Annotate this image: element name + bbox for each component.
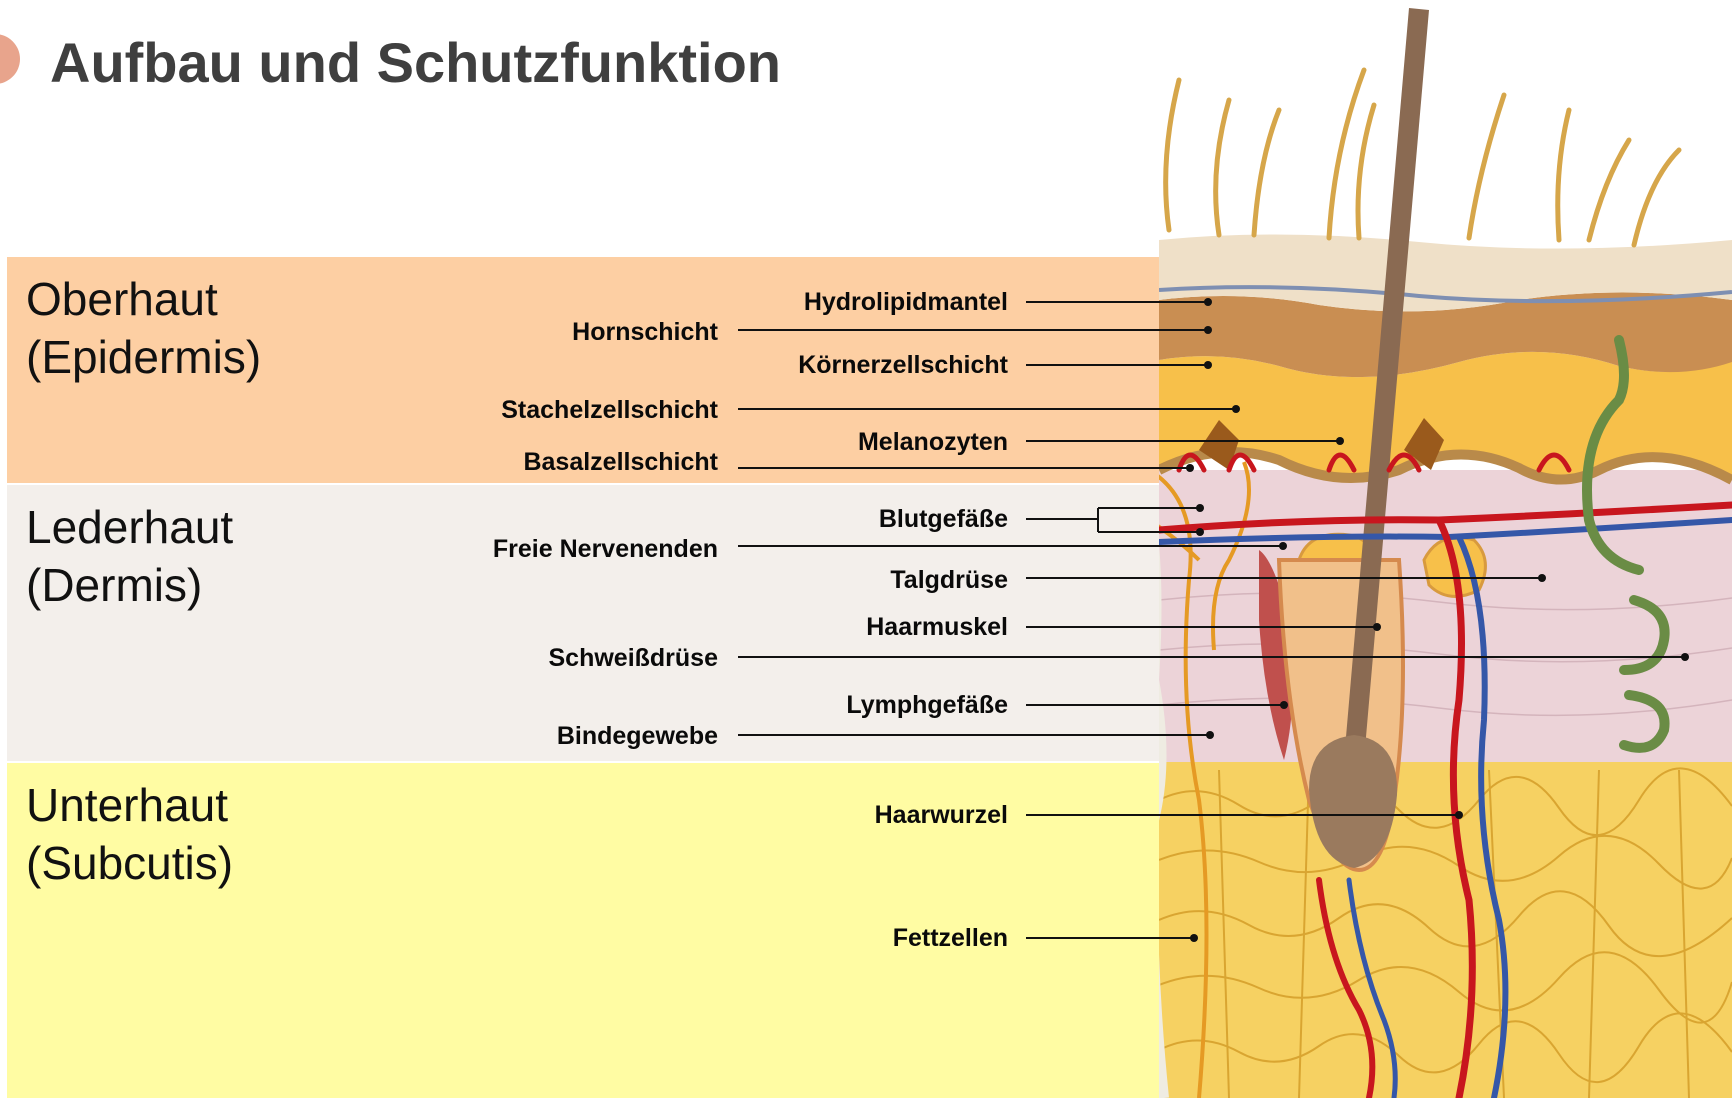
label-basalzellschicht: Basalzellschicht	[523, 448, 718, 477]
label-haarmuskel: Haarmuskel	[866, 613, 1008, 642]
label-melanozyten: Melanozyten	[858, 428, 1008, 457]
layer-name-epidermis-line1: Oberhaut	[26, 270, 261, 328]
layer-name-epidermis-line2: (Epidermis)	[26, 328, 261, 386]
label-fettzellen: Fettzellen	[893, 924, 1008, 953]
label-hydrolipidmantel: Hydrolipidmantel	[804, 288, 1008, 317]
label-talgdruese: Talgdrüse	[890, 566, 1008, 595]
layer-name-subcutis: Unterhaut (Subcutis)	[26, 776, 233, 892]
layer-name-epidermis: Oberhaut (Epidermis)	[26, 270, 261, 386]
skin-cross-section-illustration	[1159, 0, 1732, 1098]
label-bindegewebe: Bindegewebe	[557, 722, 718, 751]
layer-name-dermis-line2: (Dermis)	[26, 556, 233, 614]
label-blutgefaesse: Blutgefäße	[879, 505, 1008, 534]
label-lymphgefaesse: Lymphgefäße	[846, 691, 1008, 720]
title-accent-dot	[0, 34, 20, 84]
label-schweissdruese: Schweißdrüse	[549, 644, 719, 673]
label-haarwurzel: Haarwurzel	[875, 801, 1008, 830]
layer-name-dermis: Lederhaut (Dermis)	[26, 498, 233, 614]
slide-title: Aufbau und Schutzfunktion	[50, 30, 781, 95]
label-koernerzellschicht: Körnerzellschicht	[798, 351, 1008, 380]
layer-name-subcutis-line1: Unterhaut	[26, 776, 233, 834]
label-hornschicht: Hornschicht	[572, 318, 718, 347]
fat-tissue	[1159, 760, 1732, 1098]
label-stachelzellschicht: Stachelzellschicht	[501, 396, 718, 425]
layer-name-subcutis-line2: (Subcutis)	[26, 834, 233, 892]
label-freie-nervenenden: Freie Nervenenden	[493, 535, 718, 564]
layer-name-dermis-line1: Lederhaut	[26, 498, 233, 556]
